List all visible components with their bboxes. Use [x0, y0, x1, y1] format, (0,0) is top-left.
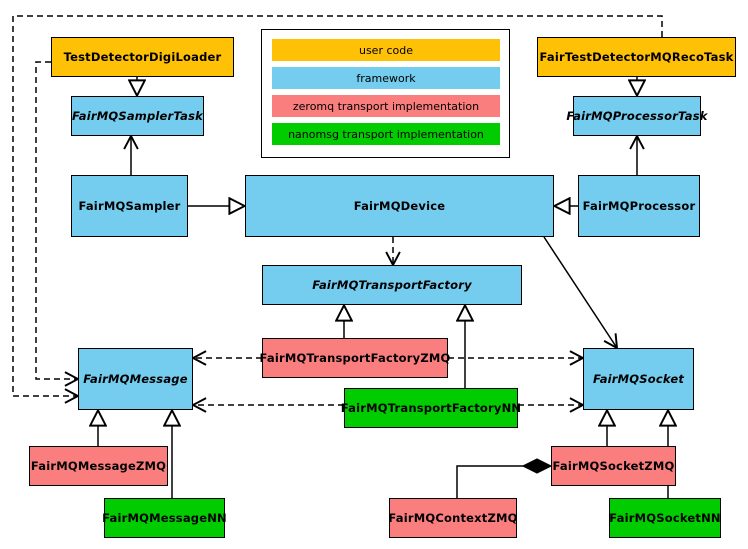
legend-item-zeromq: zeromq transport implementation — [272, 95, 500, 117]
class-node-fairmqmessagezmq[interactable]: FairMQMessageZMQ — [29, 446, 168, 486]
class-node-fairmqmessagenn[interactable]: FairMQMessageNN — [102, 498, 227, 538]
edge-socketzmq-contextzmq — [456, 465, 537, 498]
class-node-fairmqprocessor[interactable]: FairMQProcessor — [578, 175, 700, 237]
legend-item-user-code: user code — [272, 39, 500, 61]
class-node-fairmqtransportfactorynn[interactable]: FairMQTransportFactoryNN — [341, 388, 521, 428]
class-node-fairmqmessage[interactable]: FairMQMessage — [78, 348, 193, 410]
class-node-fairmqtransportfactory[interactable]: FairMQTransportFactory — [262, 265, 522, 305]
class-node-fairmqtransportfactoryzmq[interactable]: FairMQTransportFactoryZMQ — [260, 338, 450, 378]
composition-diamond — [521, 458, 553, 474]
class-node-fairmqsocketnn[interactable]: FairMQSocketNN — [609, 498, 721, 538]
class-node-fairtestdetectormqrecotask[interactable]: FairTestDetectorMQRecoTask — [537, 37, 736, 77]
class-node-fairmqdevice[interactable]: FairMQDevice — [245, 175, 554, 237]
edge-digiloader-message — [35, 61, 81, 387]
class-node-fairmqsocketzmq[interactable]: FairMQSocketZMQ — [551, 446, 676, 486]
edge-recotask-message — [12, 15, 663, 404]
class-node-fairmqsocket[interactable]: FairMQSocket — [583, 348, 694, 410]
legend-item-nanomsg: nanomsg transport implementation — [272, 123, 500, 145]
class-node-fairmqsampler[interactable]: FairMQSampler — [71, 175, 188, 237]
class-node-fairmqprocessortask[interactable]: FairMQProcessorTask — [566, 96, 707, 136]
class-node-fairmqsamplertask[interactable]: FairMQSamplerTask — [71, 96, 204, 136]
class-node-testdetectordigiloader[interactable]: TestDetectorDigiLoader — [51, 37, 234, 77]
class-node-fairmqcontextzmq[interactable]: FairMQContextZMQ — [388, 498, 517, 538]
legend-panel: user code framework zeromq transport imp… — [261, 29, 510, 158]
legend-item-framework: framework — [272, 67, 500, 89]
edge-device-socket — [543, 236, 619, 350]
